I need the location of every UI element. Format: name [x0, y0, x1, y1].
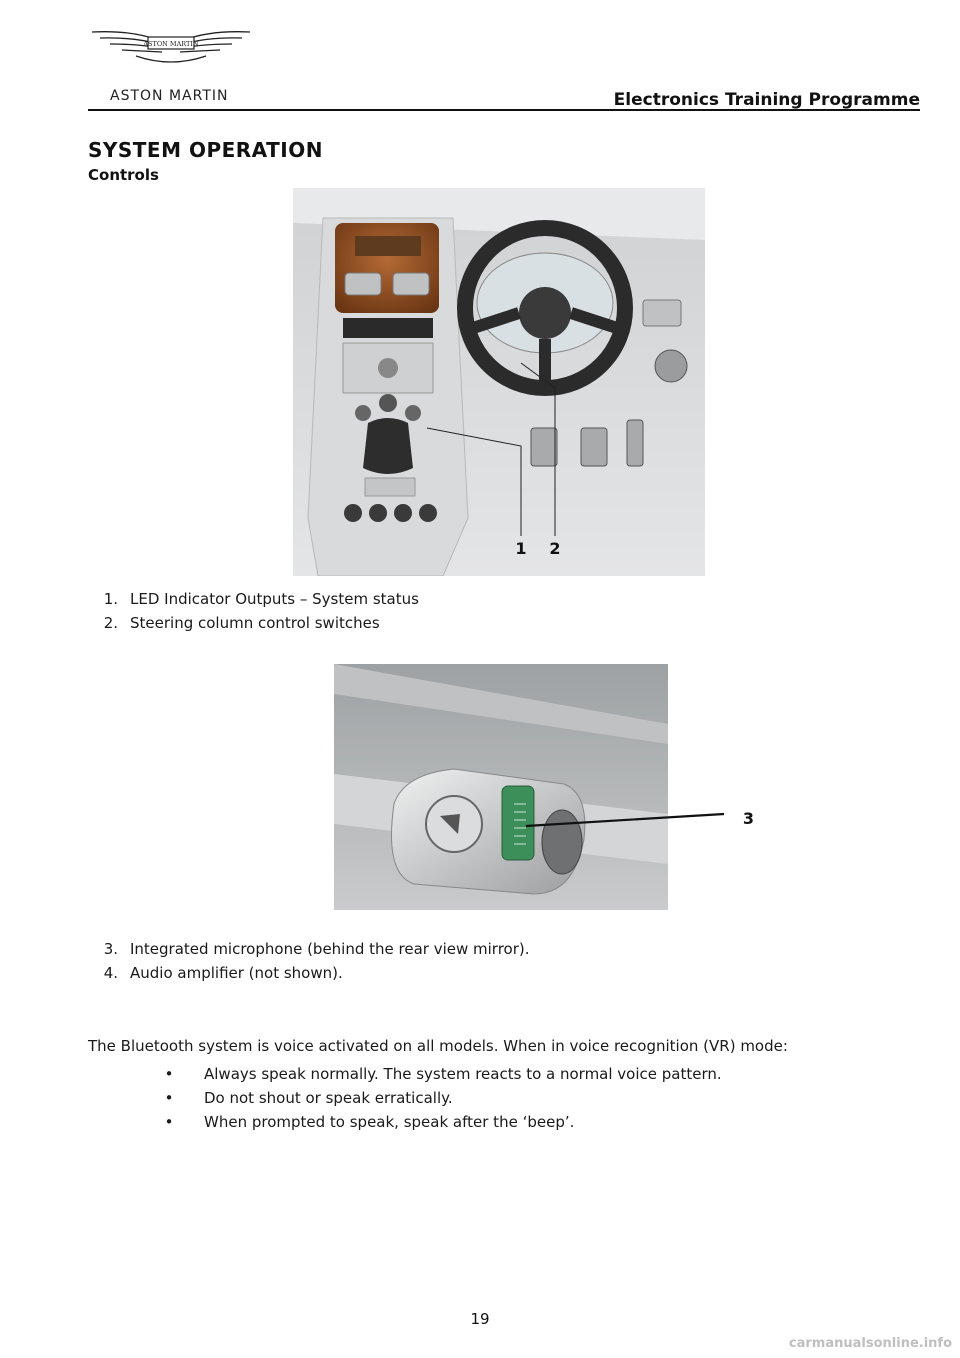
dashboard-illustration: 1 2	[293, 188, 705, 576]
bullet-item: • Always speak normally. The system react…	[160, 1062, 722, 1086]
watermark: carmanualsonline.info	[788, 1336, 952, 1351]
list-item-number: 2.	[103, 614, 118, 632]
list-item: 2. Steering column control switches	[90, 611, 419, 635]
aston-martin-wings-logo: ASTON MARTIN	[91, 31, 251, 63]
list-item-number: 1.	[103, 590, 118, 608]
document-title: Electronics Training Programme	[613, 90, 920, 110]
bullet-item: • When prompted to speak, speak after the…	[160, 1110, 722, 1134]
bullet-text: Do not shout or speak erratically.	[204, 1089, 453, 1107]
bullet-icon: •	[164, 1089, 174, 1107]
list-item-text: LED Indicator Outputs – System status	[130, 590, 419, 608]
intro-paragraph: The Bluetooth system is voice activated …	[88, 1037, 788, 1055]
list-item: 3. Integrated microphone (behind the rear…	[90, 937, 530, 961]
voice-tips-list: • Always speak normally. The system react…	[160, 1062, 722, 1134]
list-item-text: Integrated microphone (behind the rear v…	[130, 940, 530, 958]
list-item: 4. Audio amplifier (not shown).	[90, 961, 530, 985]
bullet-text: Always speak normally. The system reacts…	[204, 1065, 722, 1083]
sub-heading: Controls	[88, 166, 159, 184]
callout-2: 2	[549, 539, 560, 558]
svg-text:ASTON MARTIN: ASTON MARTIN	[142, 40, 199, 48]
bullet-item: • Do not shout or speak erratically.	[160, 1086, 722, 1110]
callout-1: 1	[515, 539, 526, 558]
list-item-number: 4.	[103, 964, 118, 982]
controls-list: 1.LED Indicator Outputs – System status …	[90, 587, 419, 635]
bullet-icon: •	[164, 1065, 174, 1083]
brand-name: ASTON MARTIN	[110, 88, 229, 104]
list-item-number: 3.	[103, 940, 118, 958]
bullet-text: When prompted to speak, speak after the …	[204, 1113, 575, 1131]
callout-3: 3	[743, 809, 754, 828]
components-list: 3. Integrated microphone (behind the rear…	[90, 937, 530, 985]
list-item-text: Audio amplifier (not shown).	[130, 964, 343, 982]
list-item-text: Steering column control switches	[130, 614, 380, 632]
bullet-icon: •	[164, 1113, 174, 1131]
section-heading: SYSTEM OPERATION	[88, 138, 323, 162]
list-item: 1. LED Indicator Outputs – System status	[90, 587, 419, 611]
page-number: 19	[470, 1310, 490, 1328]
microphone-illustration: 3	[334, 664, 754, 910]
header-divider	[88, 109, 920, 111]
